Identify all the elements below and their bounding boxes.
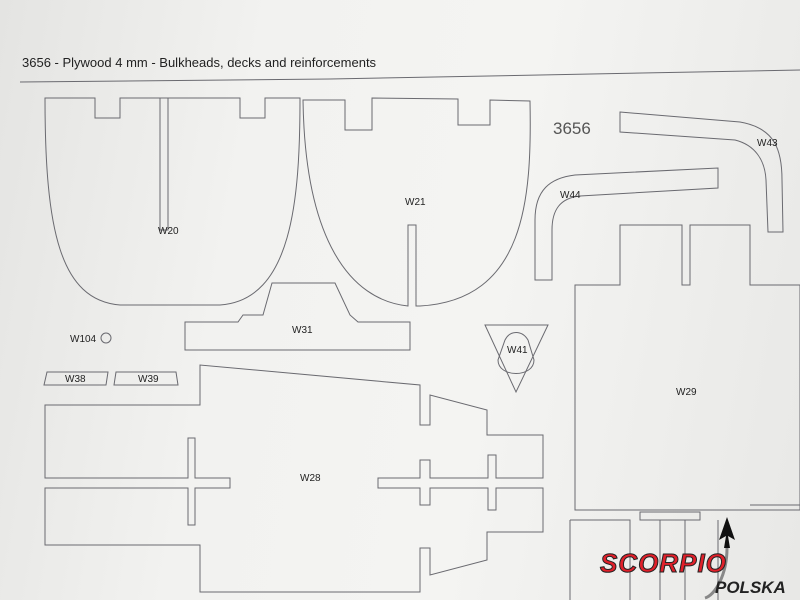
part-w20: W20 — [44, 97, 301, 306]
part-w43: W43 — [619, 111, 784, 233]
part-label-w38: W38 — [65, 374, 86, 385]
part-w104: W104 — [70, 332, 112, 345]
part-w38: W38 — [43, 371, 109, 386]
sheet-number: 3656 — [553, 119, 591, 138]
part-label-w28: W28 — [300, 473, 321, 484]
part-label-w29: W29 — [676, 387, 697, 398]
header-rule-right — [329, 69, 800, 80]
logo-name: SCORPIO — [600, 548, 727, 579]
part-w28: W28 — [44, 364, 544, 593]
part-label-w43: W43 — [757, 138, 778, 149]
part-label-w44: W44 — [560, 190, 581, 201]
part-w41: W41 — [484, 324, 549, 394]
part-w44: W44 — [534, 167, 719, 281]
scorpio-arrow-icon — [704, 517, 735, 600]
scorpio-polska-logo: SCORPIO POLSKA — [600, 548, 786, 598]
part-label-w41: W41 — [507, 345, 528, 356]
sheet-title: 3656 - Plywood 4 mm - Bulkheads, decks a… — [22, 55, 377, 70]
part-label-w20: W20 — [158, 226, 179, 237]
part-label-w21: W21 — [405, 197, 426, 208]
part-label-w104: W104 — [70, 334, 97, 345]
header-rule — [19, 78, 331, 83]
logo-sub: POLSKA — [715, 578, 786, 597]
part-w31: W31 — [184, 282, 411, 351]
part-w39: W39 — [113, 371, 179, 386]
part-label-w39: W39 — [138, 374, 159, 385]
part-w21: W21 — [302, 97, 531, 307]
part-w29: W29 — [569, 224, 800, 600]
part-label-w31: W31 — [292, 325, 313, 336]
